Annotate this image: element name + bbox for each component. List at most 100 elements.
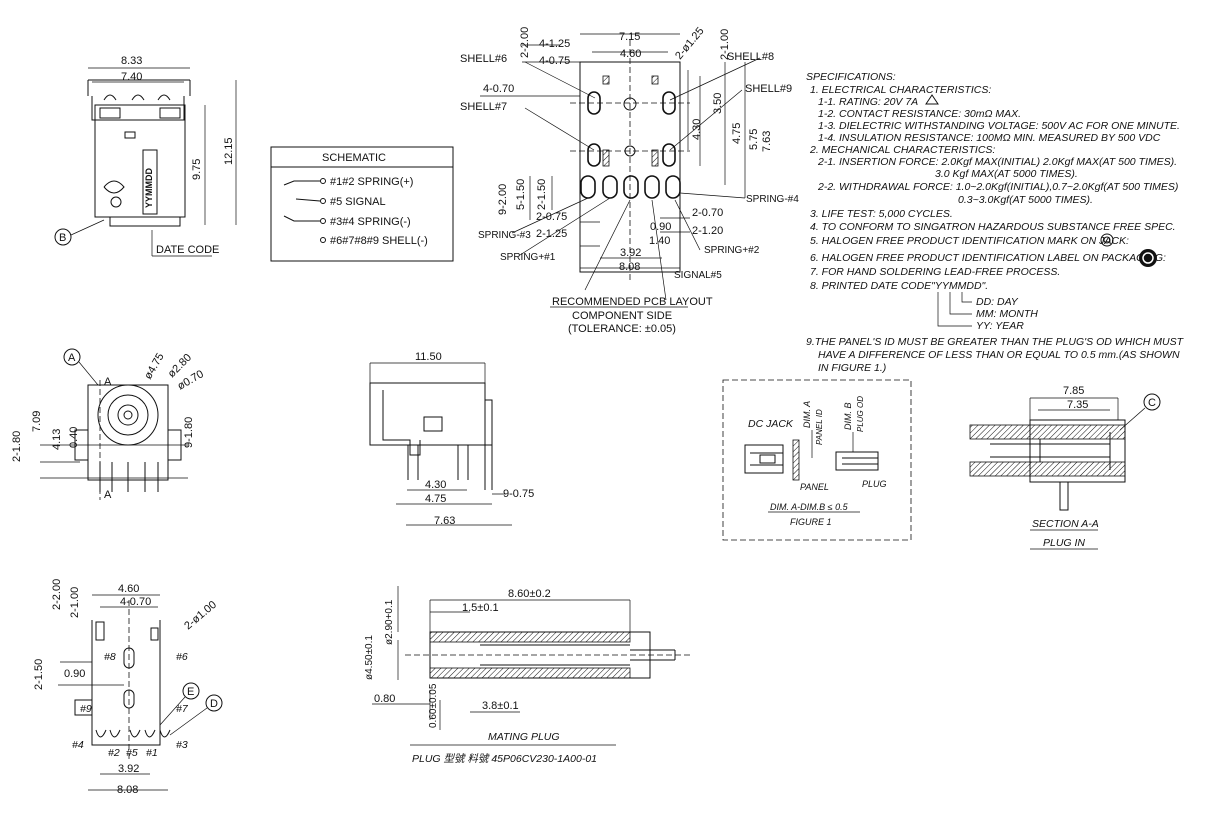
bottom-dim-2-dia-1-00: 2-ø1.00 [182,599,219,633]
plug-caption: MATING PLUG [488,731,560,743]
fig1-formula: DIM. A-DIM.B ≤ 0.5 [770,502,849,512]
dim-2-0-70: 2-0.70 [692,207,723,219]
dim-2-0-75: 2-0.75 [536,211,567,223]
dim-7-85: 7.85 [1063,385,1084,397]
schematic-row-3: #3#4 SPRING(-) [330,216,411,228]
pcb-caption-title: RECOMMENDED PCB LAYOUT [552,296,713,308]
schematic-row-1: #1#2 SPRING(+) [330,176,413,188]
label-spring-1: SPRING+#1 [500,252,556,263]
dim-9-1-80: 9-1.80 [183,417,195,448]
pcb-caption-tolerance: (TOLERANCE: ±0.05) [568,323,676,335]
section-mark-bottom: A [104,489,112,501]
spec-line-1: 1. ELECTRICAL CHARACTERISTICS: [810,84,991,96]
dim-2-1-20: 2-1.20 [692,225,723,237]
dim-3-92: 3.92 [620,247,641,259]
dim-9-0-75: 9-0.75 [503,488,534,500]
section-view: 7.85 7.35 C SECTION A-A PLUG IN [969,385,1161,550]
dim-0-90: 0.90 [650,221,671,233]
spec-line-9: 2-2. WITHDRAWAL FORCE: 1.0~2.0Kgf(INITIA… [817,181,1178,193]
fig1-caption: FIGURE 1 [790,517,832,527]
plug-part-label: PLUG 型號 料號 45P06CV230-1A00-01 [412,753,597,765]
dim-4-30: 4.30 [691,119,703,140]
spec-line-5: 1-4. INSULATION RESISTANCE: 100MΩ MIN. M… [818,132,1161,144]
pcb-caption-sub: COMPONENT SIDE [572,310,672,322]
plug-dim-0-80: 0.80 [374,693,395,705]
bottom-pin-4: #4 [72,739,84,751]
dim-5-75: 5.75 [748,129,760,150]
dim-4-1-25: 4-1.25 [539,38,570,50]
spec-line-10: 0.3~3.0Kgf(AT 5000 TIMES). [958,194,1093,206]
side-view: YYMMDD 8.33 7.40 9.75 12.15 B DATE CODE [54,55,237,257]
bottom-dim-2-1-50: 2-1.50 [33,659,45,690]
dim-4-75-side: 4.75 [425,493,446,505]
warning-icon [925,94,939,105]
side-body-view: 11.50 4.30 4.75 7.63 9-0.75 [369,351,534,527]
plug-dim-3-8: 3.8±0.1 [482,700,519,712]
dim-2-dia-1-25: 2-ø1.25 [673,25,707,62]
fig1-panel-id: PANEL ID [815,409,824,445]
dim-4-30-side: 4.30 [425,479,446,491]
bottom-pin-8: #8 [104,651,116,663]
dim-5-1-50: 5-1.50 [515,179,527,210]
fig1-panel: PANEL [800,482,829,492]
dim-11-50: 11.50 [415,351,442,363]
dim-0-40: 0.40 [68,427,80,448]
label-shell-6: SHELL#6 [460,53,507,65]
dim-4-0-75: 4-0.75 [539,55,570,67]
bottom-view: 2-2.00 2-1.00 4.60 4-0.70 2-ø1.00 2-1.50… [33,579,223,796]
label-spring-2: SPRING+#2 [704,245,760,256]
section-callout-c: C [1148,397,1156,409]
spec-line-8: 3.0 Kgf MAX(AT 5000 TIMES). [935,168,1078,180]
dim-7-40: 7.40 [121,71,142,83]
callout-b: B [59,232,66,244]
spec-line-4: 1-3. DIELECTRIC WITHSTANDING VOLTAGE: 50… [818,120,1180,132]
figure-1: DC JACK DIM. A PANEL ID DIM. B PLUG OD P… [722,379,912,541]
spec-line-2: 1-1. RATING: 20V 7A [818,96,918,108]
plug-dim-dia-4-50: ø4.50±0.1 [364,635,375,680]
dim-9-2-00: 9-2.00 [497,184,509,215]
dim-4-0-70: 4-0.70 [483,83,514,95]
front-callout-a: A [68,352,76,364]
bottom-dim-2-1-00: 2-1.00 [69,587,81,618]
dim-9-75: 9.75 [191,159,203,180]
dim-7-35: 7.35 [1067,399,1088,411]
bottom-pin-5: #5 [126,747,138,759]
date-code-label: DATE CODE [156,244,219,256]
specifications: SPECIFICATIONS: 1. ELECTRICAL CHARACTERI… [806,71,1185,374]
label-shell-9: SHELL#9 [745,83,792,95]
dim-2-1-50: 2-1.50 [536,179,548,210]
dim-8-08: 8.08 [619,261,640,273]
plug-dim-1-5: 1.5±0.1 [462,602,499,614]
schematic-row-4: #6#7#8#9 SHELL(-) [330,235,428,247]
dim-7-15: 7.15 [619,31,640,43]
bottom-dim-0-90: 0.90 [64,668,85,680]
side-view-outline: YYMMDD [87,79,191,227]
plug-dim-dia-2-90: ø2.90+0.1 [384,599,395,645]
mating-plug: 8.60±0.2 1.5±0.1 ø2.90+0.1 ø4.50±0.1 0.8… [364,586,690,765]
fig1-plug-od: PLUG OD [856,396,865,432]
date-code-key-mm: MM: MONTH [976,308,1038,320]
fig1-dim-b: DIM. B [843,402,853,430]
dim-8-33: 8.33 [121,55,142,67]
label-spring-3: SPRING-#3 [478,230,531,241]
bottom-pin-3: #3 [176,739,188,751]
bottom-dim-4-0-70: 4-0.70 [120,596,151,608]
dim-2-2-00: 2-2.00 [519,27,531,58]
note9-line-0: 9.THE PANEL'S ID MUST BE GREATER THAN TH… [806,336,1185,348]
spec-line-15: 7. FOR HAND SOLDERING LEAD-FREE PROCESS. [810,266,1060,278]
halogen-free-mark-icon [1100,233,1114,247]
fig1-plug: PLUG [862,479,887,489]
section-caption: SECTION A-A [1032,518,1099,530]
dim-2-1-25: 2-1.25 [536,228,567,240]
bottom-dim-4-60: 4.60 [118,583,139,595]
note9-line-2: IN FIGURE 1.) [818,362,886,374]
dim-2-1-00: 2-1.00 [719,29,731,60]
spec-line-3: 1-2. CONTACT RESISTANCE: 30mΩ MAX. [818,108,1021,120]
bottom-dim-3-92: 3.92 [118,763,139,775]
bottom-pin-7: #7 [176,703,189,715]
halogen-free-label-icon [1139,249,1157,267]
bottom-callout-e: E [187,686,194,698]
bottom-dim-2-2-00: 2-2.00 [51,579,63,610]
dim-4-75: 4.75 [731,123,743,144]
